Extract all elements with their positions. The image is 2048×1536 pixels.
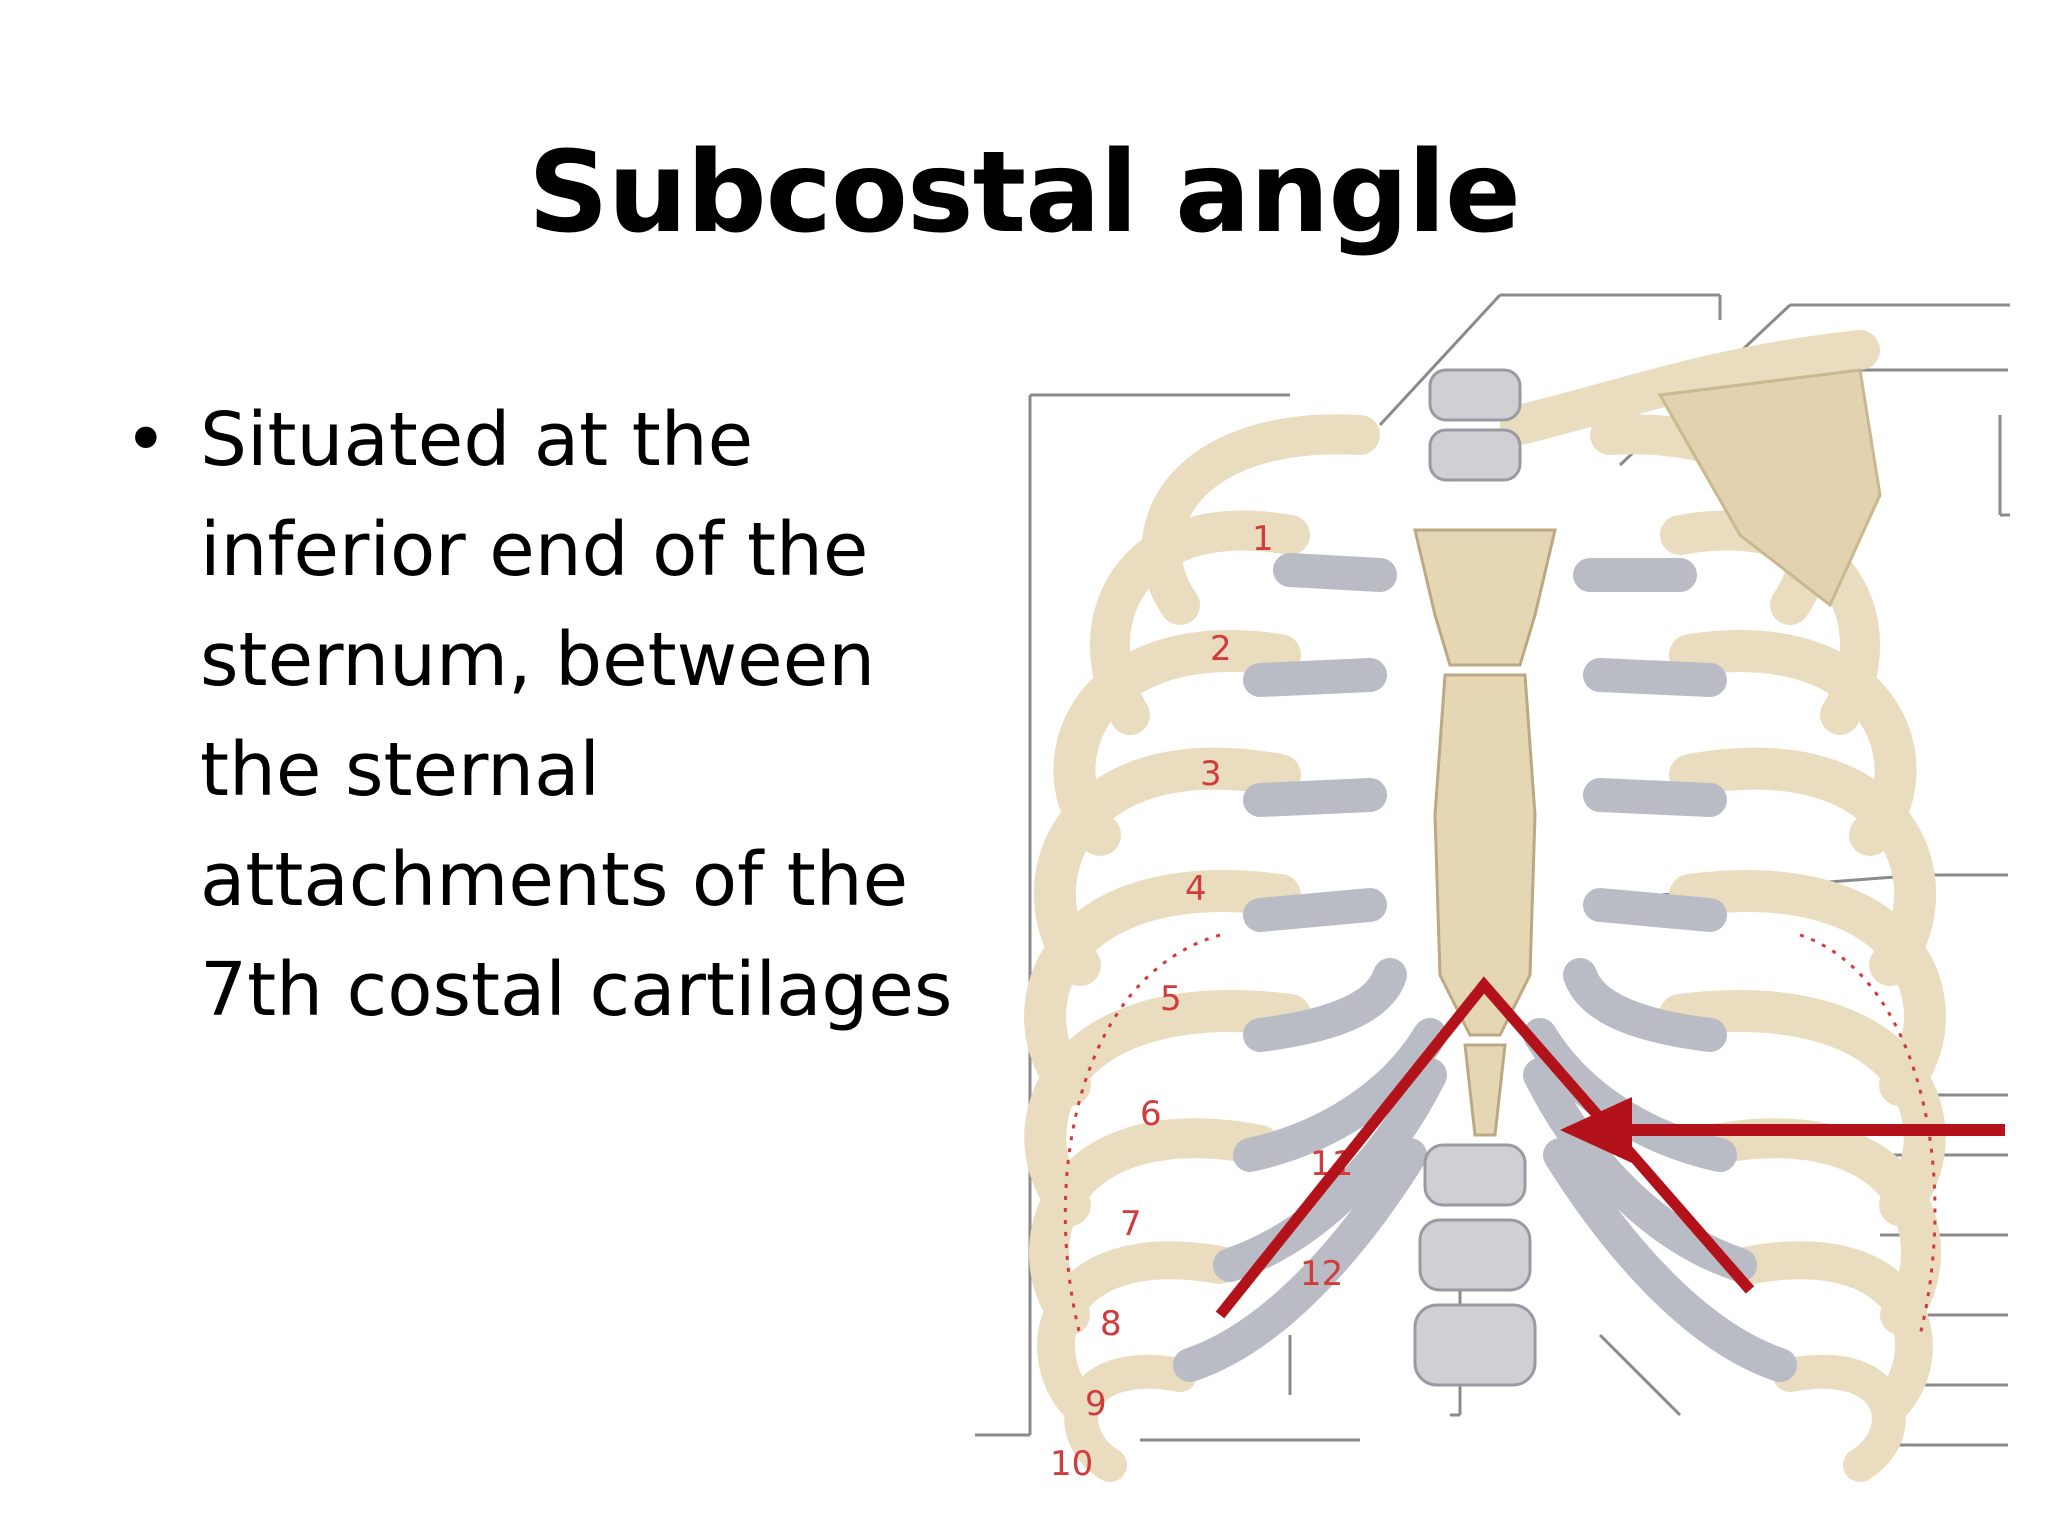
left-ribs <box>1024 414 1380 1482</box>
guide-arcs <box>1063 933 1937 1336</box>
bullet-item: • Situated at the inferior end of the st… <box>120 385 980 1045</box>
rib-number-12: 12 <box>1300 1254 1343 1294</box>
bullet-text: Situated at the inferior end of the ster… <box>200 397 953 1033</box>
bullet-list: • Situated at the inferior end of the st… <box>120 385 980 1045</box>
sternum <box>1413 528 1557 1137</box>
rib-cage-illustration: 1 2 3 4 5 6 7 8 9 10 11 12 <box>975 293 2010 1484</box>
vertebral-column <box>1413 368 1537 1387</box>
pointer-arrow <box>1560 1097 2005 1163</box>
rib-numbers: 1 2 3 4 5 6 7 8 9 10 11 12 <box>1050 519 1353 1484</box>
angle-annotation <box>1215 976 1755 1319</box>
costal-cartilages <box>1173 553 1797 1382</box>
rib-number-1: 1 <box>1252 519 1274 559</box>
slide-title: Subcostal angle <box>528 128 1521 258</box>
rib-number-7: 7 <box>1120 1204 1142 1244</box>
rib-number-4: 4 <box>1185 869 1207 909</box>
rib-number-8: 8 <box>1100 1304 1122 1344</box>
rib-number-3: 3 <box>1200 754 1222 794</box>
rib-number-6: 6 <box>1140 1094 1162 1134</box>
rib-number-9: 9 <box>1085 1384 1107 1424</box>
rib-number-2: 2 <box>1210 629 1232 669</box>
rib-number-5: 5 <box>1160 979 1182 1019</box>
rib-number-10: 10 <box>1050 1444 1093 1484</box>
scapula <box>1657 368 1882 608</box>
bullet-dot-icon: • <box>124 397 168 483</box>
clavicle <box>1500 330 1880 445</box>
